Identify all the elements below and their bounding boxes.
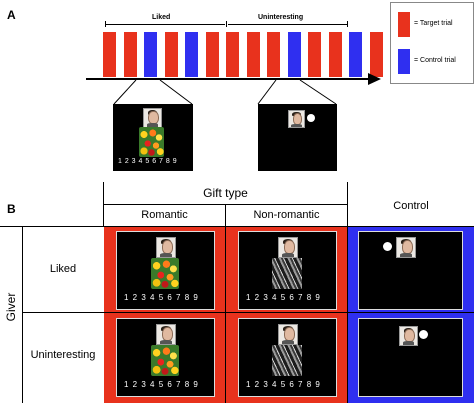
table-line bbox=[0, 226, 474, 227]
liked-bracket-left-tick bbox=[105, 21, 106, 27]
callout-lines bbox=[113, 79, 337, 105]
control-swatch bbox=[398, 49, 410, 74]
giver-face-image bbox=[143, 108, 162, 128]
target-swatch bbox=[398, 12, 410, 37]
table-line bbox=[347, 227, 348, 403]
rating-scale: 1 2 3 4 5 6 7 8 9 bbox=[124, 380, 199, 389]
target-trial-bar bbox=[103, 32, 116, 77]
romantic-column-header: Romantic bbox=[141, 209, 188, 221]
uninteresting-control-screen bbox=[358, 318, 463, 397]
uninteresting-romantic-screen: 1 2 3 4 5 6 7 8 9 bbox=[116, 318, 215, 397]
pencils-gift-image bbox=[272, 345, 302, 376]
control-dot bbox=[383, 242, 392, 251]
rating-scale: 1 2 3 4 5 6 7 8 9 bbox=[118, 158, 178, 165]
target-trial-bar bbox=[308, 32, 321, 77]
target-trial-bar bbox=[328, 32, 342, 77]
gift-type-header: Gift type bbox=[203, 186, 248, 200]
giver-face-image bbox=[278, 324, 298, 345]
giver-face-image bbox=[288, 110, 305, 128]
example-control-screen bbox=[258, 104, 337, 171]
uninteresting-bracket bbox=[228, 24, 348, 25]
pencils-gift-image bbox=[272, 258, 302, 289]
table-line bbox=[22, 312, 104, 313]
liked-row-header: Liked bbox=[49, 263, 77, 275]
rating-scale: 1 2 3 4 5 6 7 8 9 bbox=[124, 293, 199, 302]
flower-gift-image bbox=[151, 258, 179, 289]
giver-row-header: Giver bbox=[4, 292, 18, 322]
liked-bracket bbox=[105, 24, 225, 25]
rating-scale: 1 2 3 4 5 6 7 8 9 bbox=[246, 380, 321, 389]
target-legend-text: = Target trial bbox=[414, 20, 453, 27]
control-trial-bar bbox=[349, 32, 362, 77]
target-trial-bar bbox=[246, 32, 260, 77]
uninteresting-bracket-right-tick bbox=[347, 21, 348, 27]
target-trial-bar bbox=[205, 32, 219, 77]
control-dot bbox=[307, 114, 315, 122]
giver-face-image bbox=[396, 237, 416, 258]
flower-gift-image bbox=[151, 345, 179, 376]
liked-nonromantic-screen: 1 2 3 4 5 6 7 8 9 bbox=[238, 231, 337, 310]
table-line bbox=[22, 226, 23, 403]
giver-face-image bbox=[156, 324, 176, 345]
giver-face-image bbox=[399, 326, 418, 346]
panel-a-label: A bbox=[7, 8, 16, 22]
panel-b-label: B bbox=[7, 202, 16, 216]
uninteresting-nonromantic-screen: 1 2 3 4 5 6 7 8 9 bbox=[238, 318, 337, 397]
target-trial-bar bbox=[164, 32, 178, 77]
target-trial-bar bbox=[226, 32, 239, 77]
control-trial-bar bbox=[144, 32, 157, 77]
uninteresting-row-header: Uninteresting bbox=[30, 349, 96, 361]
table-line bbox=[225, 227, 226, 403]
example-target-screen: 1 2 3 4 5 6 7 8 9 bbox=[113, 104, 193, 171]
control-legend-text: = Control trial bbox=[414, 57, 456, 64]
liked-romantic-screen: 1 2 3 4 5 6 7 8 9 bbox=[116, 231, 215, 310]
control-trial-bar bbox=[287, 32, 301, 77]
target-trial-bar bbox=[123, 32, 137, 77]
table-line bbox=[225, 204, 226, 227]
target-trial-bar bbox=[267, 32, 280, 77]
rating-scale: 1 2 3 4 5 6 7 8 9 bbox=[246, 293, 321, 302]
trial-legend: = Target trial = Control trial bbox=[390, 2, 474, 84]
timeline-arrowhead-icon bbox=[368, 73, 381, 85]
liked-label: Liked bbox=[150, 14, 173, 21]
nonromantic-column-header: Non-romantic bbox=[253, 209, 320, 221]
giver-face-image bbox=[278, 237, 298, 258]
liked-control-screen bbox=[358, 231, 463, 310]
uninteresting-label: Uninteresting bbox=[256, 14, 306, 21]
timeline-axis bbox=[86, 78, 372, 80]
target-trial-bar bbox=[369, 32, 383, 77]
control-dot bbox=[419, 330, 428, 339]
control-column-header: Control bbox=[393, 200, 429, 212]
giver-face-image bbox=[156, 237, 176, 258]
bracket-mid-tick bbox=[226, 21, 227, 27]
table-line bbox=[104, 312, 474, 313]
flower-gift-image bbox=[139, 127, 164, 157]
control-trial-bar bbox=[185, 32, 198, 77]
